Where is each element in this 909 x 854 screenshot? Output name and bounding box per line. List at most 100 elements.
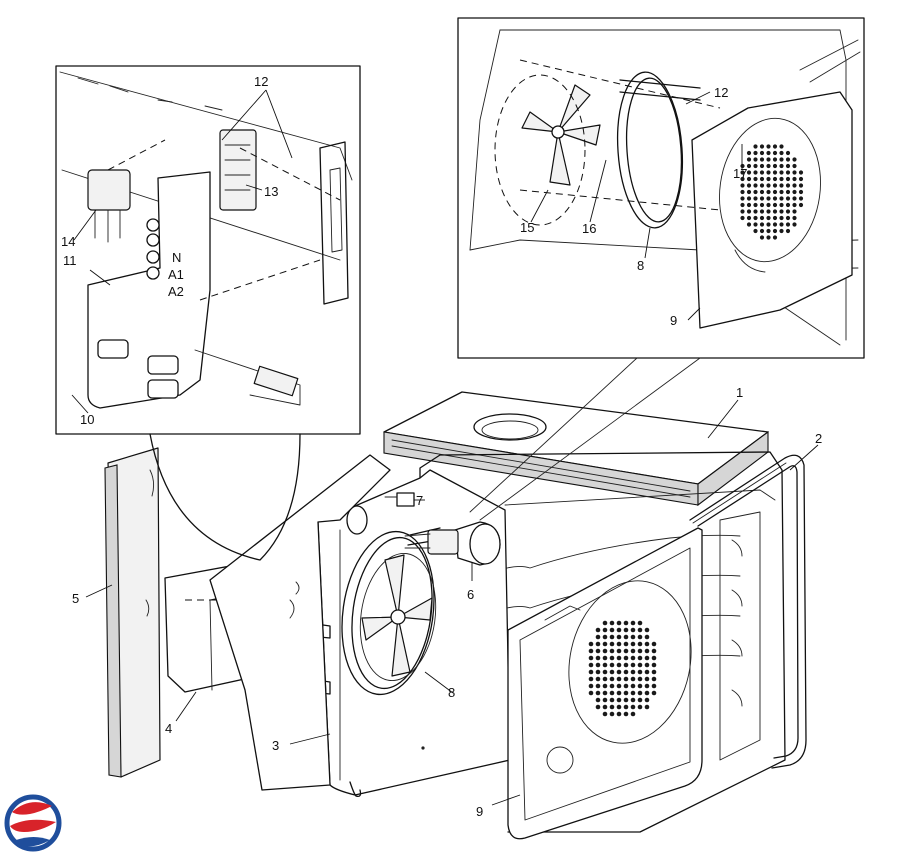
grille-hole <box>595 676 601 682</box>
grille-hole <box>609 648 615 654</box>
grille-hole <box>766 170 771 175</box>
insulation-side-panel <box>104 447 161 778</box>
grille-hole <box>623 711 629 717</box>
front-frame-grille <box>507 527 703 840</box>
grille-hole <box>779 157 784 162</box>
grille-hole <box>772 144 778 149</box>
grille-hole <box>740 183 745 188</box>
grille-hole <box>602 634 608 640</box>
grille-hole <box>651 655 657 661</box>
grille-hole <box>588 690 594 696</box>
fan-blade <box>359 552 437 682</box>
grille-hole <box>792 189 797 195</box>
grille-hole <box>746 170 752 175</box>
grille-hole <box>740 202 745 208</box>
grille-hole <box>759 176 765 182</box>
grille-hole <box>746 176 752 182</box>
grille-hole <box>630 676 636 682</box>
grille-hole <box>588 655 594 661</box>
grille-hole <box>759 202 765 208</box>
grille-hole <box>785 196 791 201</box>
callout-1: 1 <box>736 385 743 400</box>
grille-hole <box>772 222 778 227</box>
grille-hole <box>779 170 784 175</box>
grille-hole <box>623 690 629 696</box>
grille-hole <box>792 222 797 227</box>
grille-hole <box>651 648 657 654</box>
grille-hole <box>779 196 784 201</box>
grille-hole <box>630 662 636 668</box>
grille-hole <box>588 683 594 689</box>
grille-hole <box>588 641 594 647</box>
grille-hole <box>623 669 629 675</box>
grille-hole <box>792 176 797 182</box>
grille-hole <box>779 176 784 182</box>
grille-hole <box>740 215 745 221</box>
grille-hole <box>623 620 629 626</box>
grille-hole <box>637 634 643 640</box>
grille-hole <box>602 641 608 647</box>
grille-hole <box>772 209 778 214</box>
grille-hole <box>785 163 791 169</box>
grille-hole <box>766 196 771 201</box>
grille-hole <box>630 648 636 654</box>
grille-hole <box>630 634 636 640</box>
grille-hole <box>779 144 784 149</box>
grille-hole <box>637 697 643 703</box>
grille-hole <box>602 648 608 654</box>
grille-hole <box>772 163 778 169</box>
grille-hole <box>753 196 758 201</box>
terminal-mark-a1: A1 <box>168 267 184 282</box>
grille-hole <box>759 228 765 234</box>
grille-hole <box>792 202 797 208</box>
grille-hole <box>746 157 752 162</box>
grille-hole <box>637 641 643 647</box>
grille-hole <box>753 209 758 214</box>
grille-hole <box>616 683 622 689</box>
grille-hole <box>609 669 615 675</box>
grille-hole <box>753 202 758 208</box>
grille-hole <box>785 157 791 162</box>
grille-hole <box>588 662 594 668</box>
grille-hole <box>595 627 601 633</box>
grille-hole <box>637 620 643 626</box>
grille-hole <box>746 215 752 221</box>
grille-hole <box>772 157 778 162</box>
grille-hole <box>630 704 636 710</box>
callout-5: 5 <box>72 591 79 606</box>
grille-hole <box>766 183 771 188</box>
grille-hole <box>616 641 622 647</box>
grille-hole <box>772 176 778 182</box>
grille-hole <box>759 163 765 169</box>
grille-hole <box>644 627 650 633</box>
grille-hole <box>616 634 622 640</box>
callout-10: 10 <box>80 412 94 427</box>
vent-grille <box>588 620 657 717</box>
grille-hole <box>759 157 765 162</box>
grille-hole <box>637 655 643 661</box>
grille-hole <box>623 634 629 640</box>
grille-hole <box>766 202 771 208</box>
callout-8b: 8 <box>637 258 644 273</box>
grille-hole <box>623 641 629 647</box>
grille-hole <box>644 676 650 682</box>
grille-hole <box>766 150 771 156</box>
grille-hole <box>746 150 752 156</box>
grille-hole <box>602 627 608 633</box>
grille-hole <box>602 669 608 675</box>
grille-hole <box>616 676 622 682</box>
grille-hole <box>602 704 608 710</box>
grille-hole <box>766 163 771 169</box>
grille-hole <box>753 163 758 169</box>
fan-motor <box>404 521 501 566</box>
grille-hole <box>616 697 622 703</box>
callout-16: 16 <box>582 221 596 236</box>
grille-hole <box>798 183 804 188</box>
grille-hole <box>644 662 650 668</box>
grille-hole <box>753 215 758 221</box>
inset-connector <box>469 357 701 521</box>
grille-hole <box>759 209 765 214</box>
grille-hole <box>644 704 650 710</box>
inset-left: N A1 A2 <box>55 65 361 561</box>
